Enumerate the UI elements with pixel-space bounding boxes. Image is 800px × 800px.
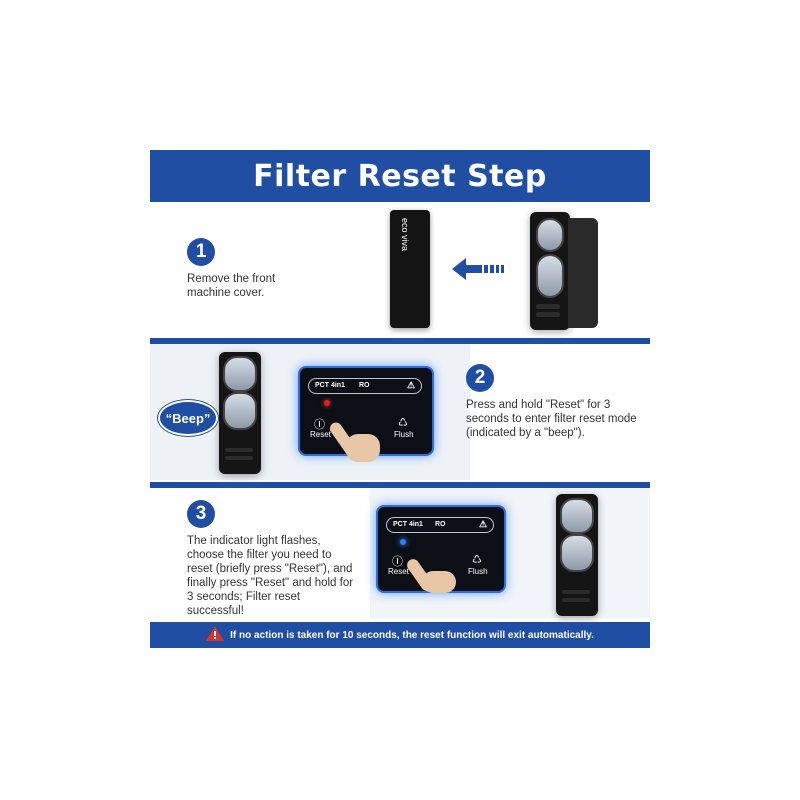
flush-label: Flush — [468, 567, 488, 576]
beep-bubble: “Beep” — [158, 400, 218, 436]
control-panel-zoom: PCT 4in1 RO ⚠ Ⓘ Reset ♺ Flush — [376, 505, 506, 594]
title-banner: Filter Reset Step — [150, 150, 650, 202]
reset-icon[interactable]: Ⓘ — [392, 556, 403, 568]
step-2-number: 2 — [466, 364, 494, 392]
machine-front-image — [556, 494, 598, 616]
indicator-light — [400, 539, 406, 545]
brand-logo: eco viva — [400, 218, 410, 252]
reset-label: Reset — [388, 567, 409, 576]
control-panel-zoom: PCT 4in1 RO ⚠ Ⓘ Reset ♺ Flush — [298, 366, 434, 462]
reset-label: Reset — [310, 430, 331, 439]
machine-image — [530, 212, 600, 330]
page-title: Filter Reset Step — [253, 158, 547, 194]
step-2-text: Press and hold "Reset" for 3 seconds to … — [466, 399, 637, 439]
reset-icon[interactable]: Ⓘ — [314, 419, 325, 431]
left-arrow-icon — [452, 258, 506, 280]
step-3-text: The indicator light flashes, choose the … — [187, 535, 354, 617]
front-cover-image: eco viva — [390, 210, 430, 328]
flush-icon[interactable]: ♺ — [472, 554, 482, 566]
hand-image — [346, 434, 380, 462]
label-ro: RO — [435, 521, 446, 528]
warning-text: If no action is taken for 10 seconds, th… — [230, 629, 594, 641]
step-1-number: 1 — [187, 238, 215, 266]
label-pct: PCT 4in1 — [315, 382, 345, 389]
machine-front-image — [219, 352, 261, 474]
status-bar: PCT 4in1 RO ⚠ — [386, 517, 494, 533]
status-bar: PCT 4in1 RO ⚠ — [308, 378, 422, 394]
section-divider — [150, 338, 650, 344]
label-pct: PCT 4in1 — [393, 521, 423, 528]
flush-label: Flush — [394, 430, 414, 439]
flush-icon[interactable]: ♺ — [398, 417, 408, 429]
section-divider — [150, 482, 650, 488]
hand-image — [422, 571, 456, 593]
indicator-light — [324, 400, 330, 406]
warning-triangle-icon — [206, 626, 225, 644]
label-ro: RO — [359, 382, 370, 389]
warning-icon: ⚠ — [407, 380, 416, 390]
beep-text: “Beep” — [165, 410, 211, 426]
step-3-number: 3 — [187, 500, 215, 528]
warning-footer: If no action is taken for 10 seconds, th… — [150, 622, 650, 648]
warning-icon: ⚠ — [479, 519, 488, 529]
step-1-text: Remove the front machine cover. — [187, 273, 276, 299]
